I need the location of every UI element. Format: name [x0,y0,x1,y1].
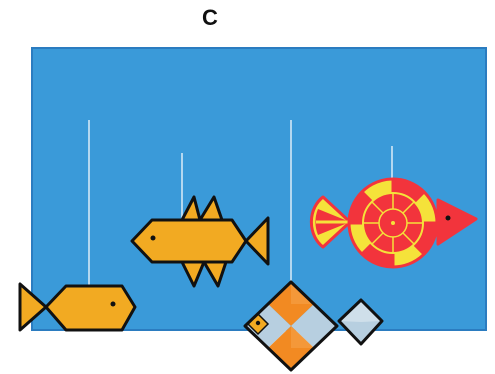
fish-eye [110,301,116,307]
fish-tail [309,195,352,249]
gold-pentagon-fish [18,282,137,332]
red-round-fish [309,177,478,269]
fish-tail [337,298,384,346]
gold-spiny-fish [130,195,270,288]
fish-tail [18,282,48,332]
fish-body-outline [243,280,339,372]
diamond-fish [243,280,384,372]
fish-eye [445,215,451,221]
fish-tail [244,216,270,266]
fish-body [130,218,248,264]
fish-body [44,284,137,332]
panel-label: C [202,5,218,30]
fish-eye [150,235,156,241]
fish-eye [255,320,261,326]
